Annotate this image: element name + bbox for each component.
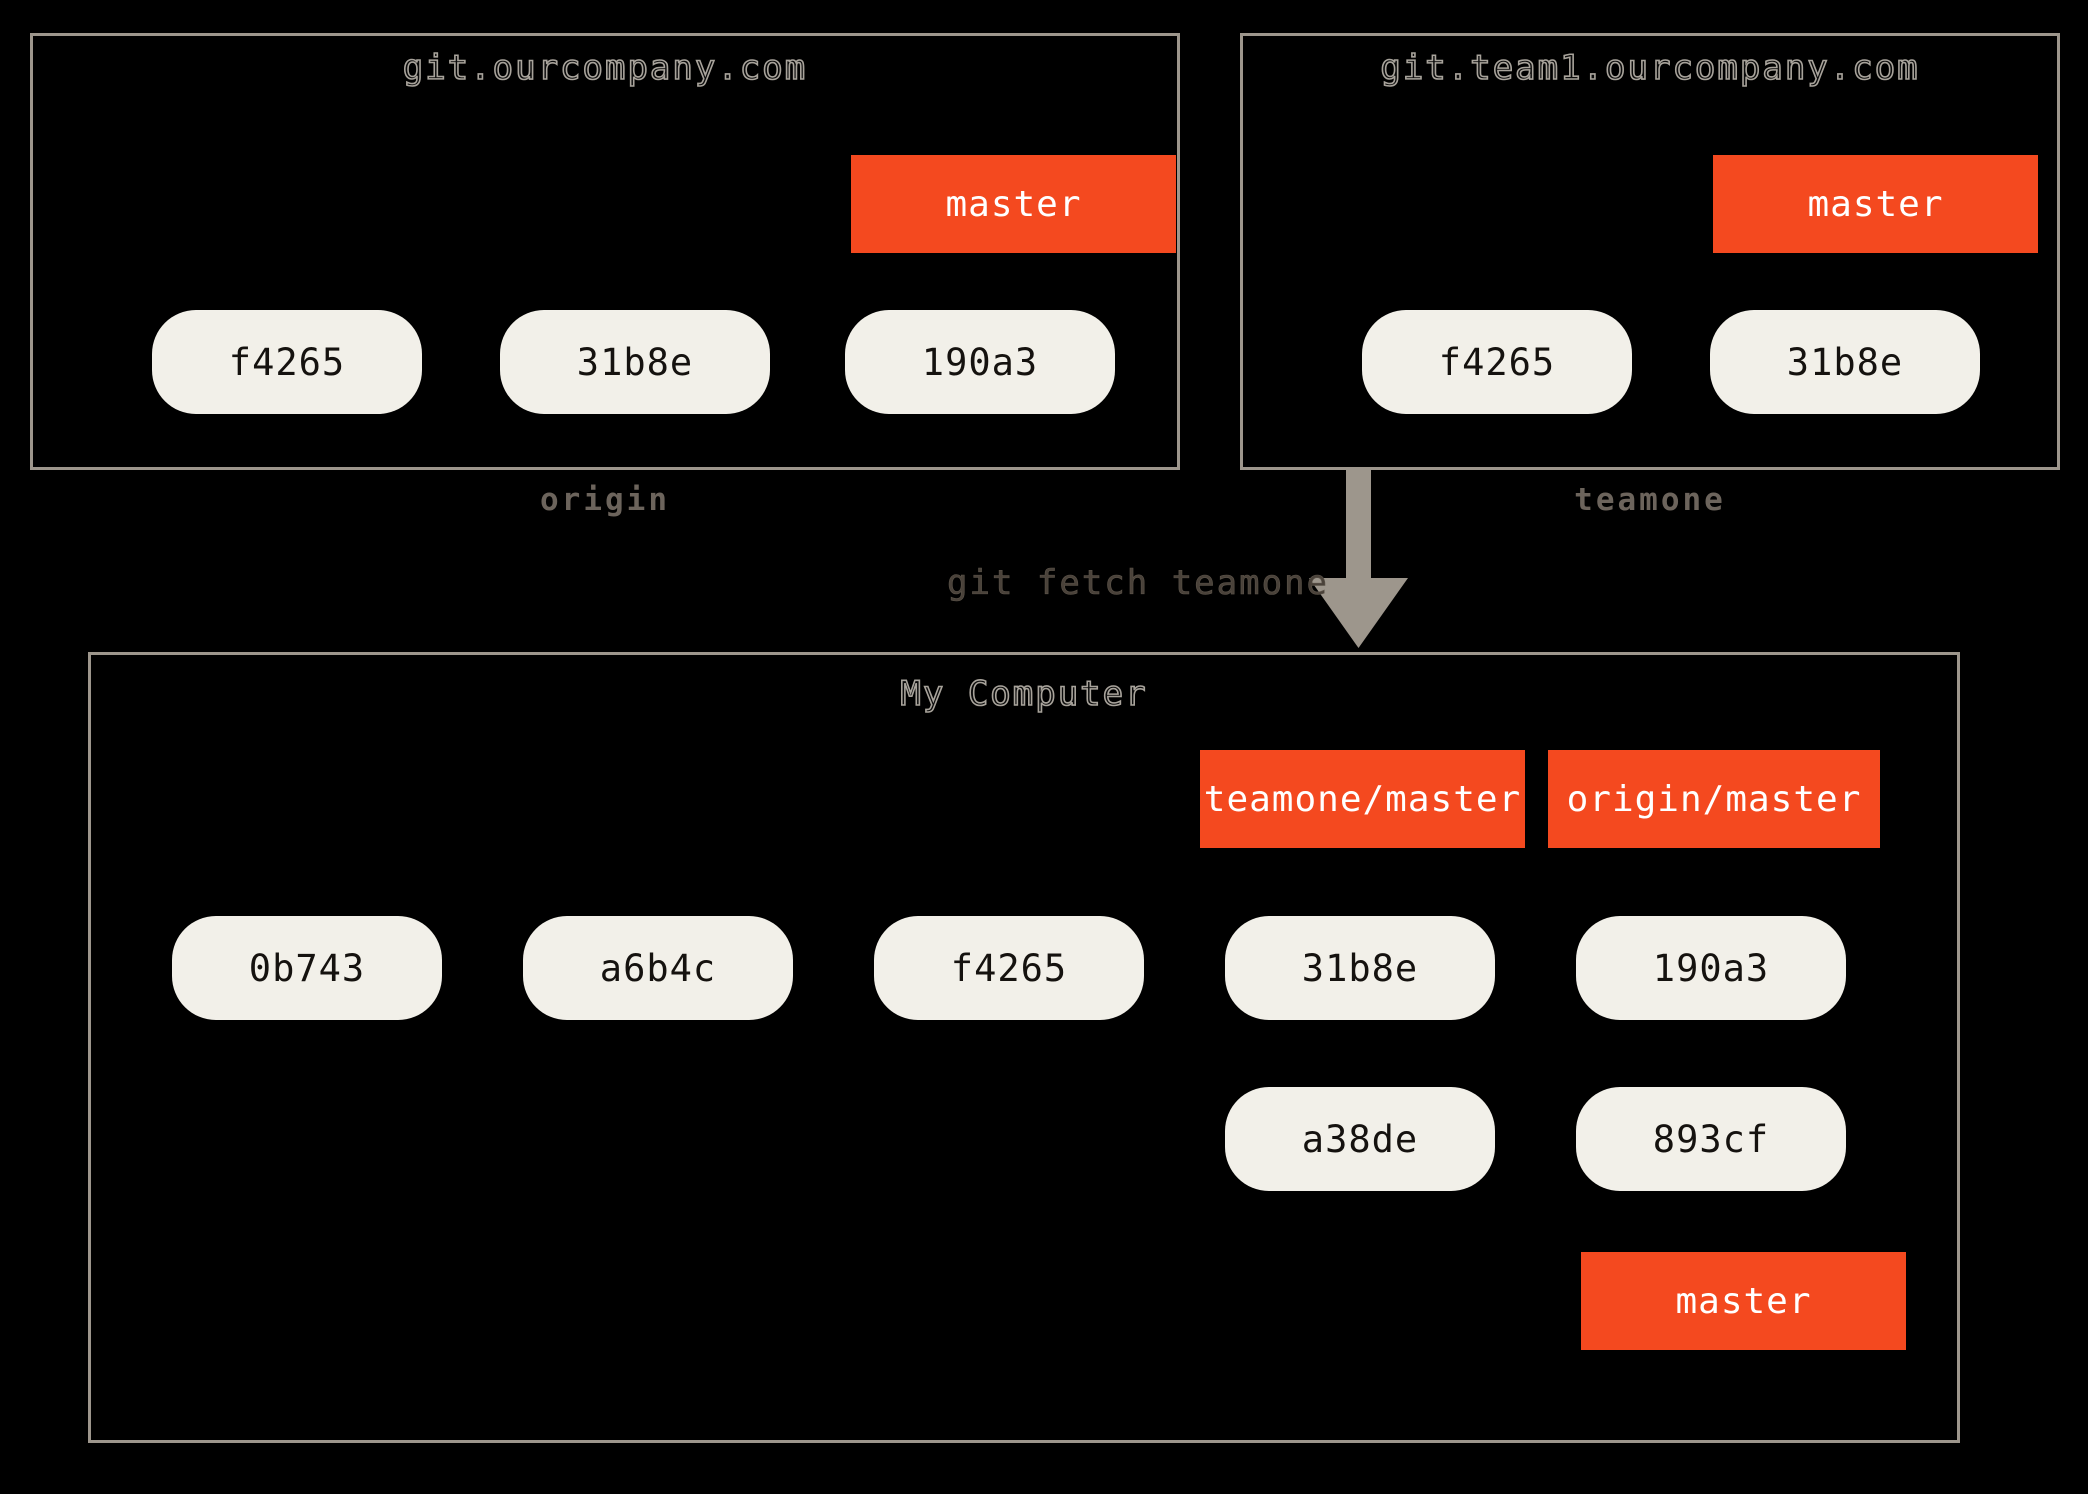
commit-node-local-893cf[interactable]: 893cf [1576,1087,1846,1191]
branch-label-local-master[interactable]: master [1581,1252,1906,1350]
commit-node-local-31b8e[interactable]: 31b8e [1225,916,1495,1020]
fetch-command-label: git fetch teamone [947,563,1329,604]
commit-node-local-f4265[interactable]: f4265 [874,916,1144,1020]
commit-node-local-190a3[interactable]: 190a3 [1576,916,1846,1020]
commit-node-local-0b743[interactable]: 0b743 [172,916,442,1020]
commit-node-local-a6b4c[interactable]: a6b4c [523,916,793,1020]
commit-node-origin-f4265[interactable]: f4265 [152,310,422,414]
panel-origin-caption: origin [540,482,670,518]
branch-label-origin-master[interactable]: master [851,155,1176,253]
commit-node-teamone-f4265[interactable]: f4265 [1362,310,1632,414]
branch-label-teamone-master[interactable]: master [1713,155,2038,253]
panel-teamone-caption: teamone [1574,482,1726,518]
commit-node-local-a38de[interactable]: a38de [1225,1087,1495,1191]
commit-node-teamone-31b8e[interactable]: 31b8e [1710,310,1980,414]
panel-origin-title: git.ourcompany.com [402,47,808,89]
commit-node-origin-190a3[interactable]: 190a3 [845,310,1115,414]
panel-my-computer-title: My Computer [900,673,1148,715]
commit-node-origin-31b8e[interactable]: 31b8e [500,310,770,414]
branch-label-local-teamone-master[interactable]: teamone/master [1200,750,1525,848]
panel-teamone-title: git.team1.ourcompany.com [1380,47,1920,89]
branch-label-local-origin-master[interactable]: origin/master [1548,750,1880,848]
